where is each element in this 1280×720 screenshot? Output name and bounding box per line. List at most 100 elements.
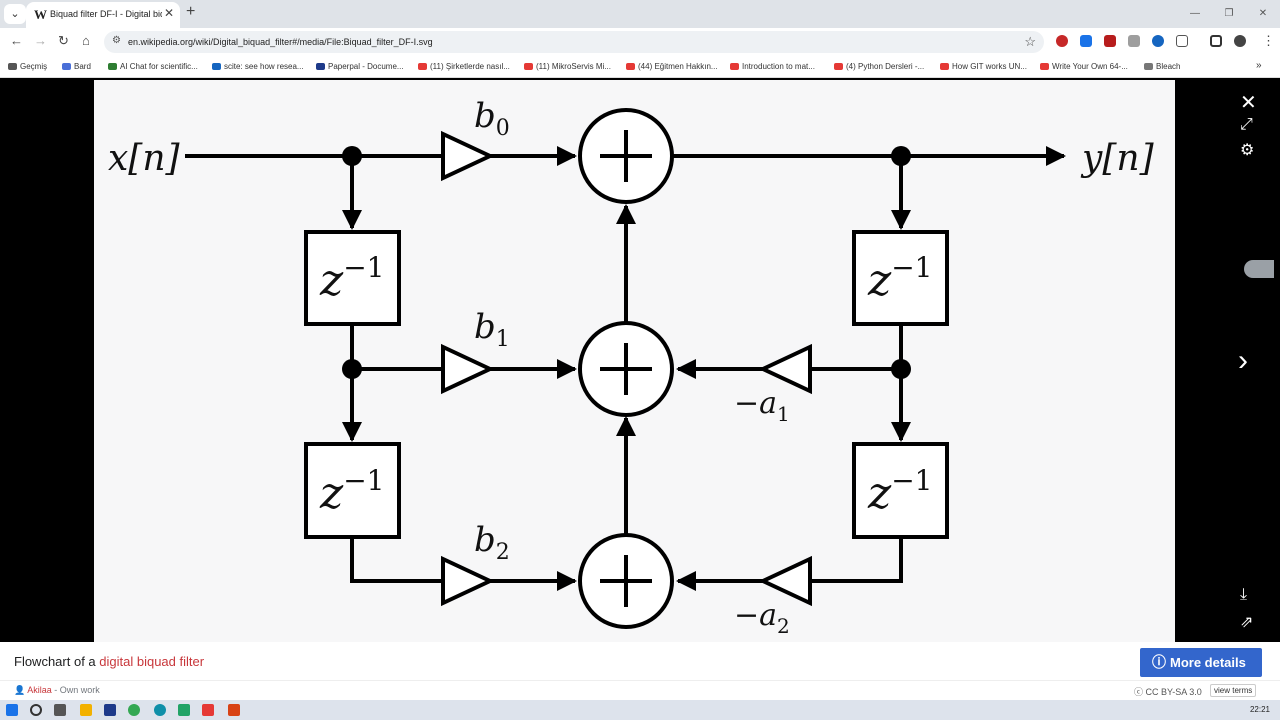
delay-label: z−1 bbox=[319, 251, 384, 306]
biquad-df1-diagram: x[n] y[n] z−1 z−1 z−1 z−1 b0 b1 b2 −a1 −… bbox=[108, 96, 1155, 638]
bookmarks-bar: Geçmiş Bard AI Chat for scientific... sc… bbox=[0, 56, 1280, 78]
mendeley-extension-icon[interactable] bbox=[1104, 35, 1116, 47]
fullscreen-icon[interactable]: ⤢ bbox=[1240, 116, 1253, 133]
output-label: y[n] bbox=[1080, 138, 1155, 179]
search-icon[interactable] bbox=[30, 704, 42, 716]
bookmark-item[interactable]: Geçmiş bbox=[8, 62, 47, 71]
caption-link[interactable]: digital biquad filter bbox=[99, 654, 205, 669]
active-tab[interactable]: W Biquad filter DF-I - Digital biqu ✕ bbox=[26, 2, 180, 28]
app-icon[interactable] bbox=[202, 704, 214, 716]
window-controls: — ❐ ✕ bbox=[1178, 0, 1280, 28]
task-view-icon[interactable] bbox=[54, 704, 66, 716]
bookmark-item[interactable]: How GIT works UN... bbox=[940, 62, 1027, 71]
bookmark-item[interactable]: (11) Şirketlerde nasıl... bbox=[418, 62, 510, 71]
back-icon[interactable]: ← bbox=[10, 33, 23, 48]
delay-block bbox=[304, 442, 401, 539]
menu-kebab-icon[interactable]: ⋮ bbox=[1262, 33, 1275, 48]
chrome-icon[interactable] bbox=[128, 704, 140, 716]
download-icon[interactable]: ⤓ bbox=[1240, 586, 1248, 603]
bookmark-item[interactable]: (11) MikroServis Mi... bbox=[524, 62, 611, 71]
caption-bar: Flowchart of a digital biquad filter ⓘ M… bbox=[0, 642, 1280, 680]
extension-icon[interactable] bbox=[1128, 35, 1140, 47]
extension-icon[interactable] bbox=[1152, 35, 1164, 47]
signal-line bbox=[810, 537, 903, 583]
view-terms-button[interactable]: view terms bbox=[1210, 684, 1257, 697]
restore-icon[interactable]: ❐ bbox=[1224, 8, 1234, 19]
forward-icon[interactable]: → bbox=[34, 33, 47, 48]
delay-label: z−1 bbox=[867, 464, 932, 519]
more-details-button[interactable]: ⓘ More details bbox=[1140, 648, 1262, 677]
input-label: x[n] bbox=[108, 138, 181, 179]
delay-label: z−1 bbox=[867, 251, 932, 306]
gain-label-a1: −a1 bbox=[734, 386, 790, 426]
file-explorer-icon[interactable] bbox=[80, 704, 92, 716]
edge-icon[interactable] bbox=[154, 704, 166, 716]
tab-title: Biquad filter DF-I - Digital biqu bbox=[50, 9, 162, 19]
matlab-icon[interactable] bbox=[228, 704, 240, 716]
gain-label-b0: b0 bbox=[474, 96, 510, 141]
junction-dot bbox=[342, 359, 362, 379]
delay-label: z−1 bbox=[319, 464, 384, 519]
bookmark-item[interactable]: AI Chat for scientific... bbox=[108, 62, 198, 71]
plus-sign bbox=[600, 343, 652, 395]
gain-triangle bbox=[758, 343, 812, 395]
os-taskbar: 22:21 bbox=[0, 700, 1280, 720]
signal-line bbox=[350, 537, 443, 583]
bookmark-item[interactable]: (4) Python Dersleri -... bbox=[834, 62, 924, 71]
app-icon[interactable] bbox=[178, 704, 190, 716]
bookmark-item[interactable]: Bleach bbox=[1144, 62, 1180, 71]
windows-start-icon[interactable] bbox=[6, 704, 18, 716]
close-viewer-icon[interactable]: ✕ bbox=[1240, 92, 1257, 114]
junction-dot bbox=[891, 146, 911, 166]
gain-label-b2: b2 bbox=[474, 520, 510, 565]
diagram-image: x[n] y[n] z−1 z−1 z−1 z−1 b0 b1 b2 −a1 −… bbox=[94, 80, 1175, 642]
wikipedia-favicon: W bbox=[34, 7, 47, 22]
info-icon: ⓘ bbox=[1152, 654, 1166, 670]
home-icon[interactable]: ⌂ bbox=[82, 33, 90, 48]
settings-gear-icon[interactable]: ⚙ bbox=[1240, 142, 1255, 159]
junction-dot bbox=[342, 146, 362, 166]
bookmark-star-icon[interactable]: ☆ bbox=[1024, 34, 1036, 49]
user-icon: 👤 bbox=[14, 685, 28, 695]
plus-sign bbox=[600, 555, 652, 607]
url-text: en.wikipedia.org/wiki/Digital_biquad_fil… bbox=[128, 37, 433, 47]
gain-label-b1: b1 bbox=[474, 307, 510, 352]
share-icon[interactable]: ⇗ bbox=[1240, 614, 1254, 631]
delay-block bbox=[304, 230, 401, 326]
delay-block bbox=[852, 442, 949, 539]
tab-bar: ⌄ W Biquad filter DF-I - Digital biqu ✕ … bbox=[0, 0, 1280, 28]
browser-toolbar: ← → ↻ ⌂ ⚙ en.wikipedia.org/wiki/Digital_… bbox=[0, 28, 1280, 56]
gain-triangle bbox=[441, 130, 495, 182]
bookmark-item[interactable]: (44) Eğitmen Hakkın... bbox=[626, 62, 718, 71]
bookmark-item[interactable]: Paperpal - Docume... bbox=[316, 62, 404, 71]
opera-extension-icon[interactable] bbox=[1056, 35, 1068, 47]
gain-label-a2: −a2 bbox=[734, 598, 790, 638]
image-credit: 👤 Akilaa - Own work bbox=[14, 685, 100, 695]
extension-icon[interactable] bbox=[1080, 35, 1092, 47]
image-caption: Flowchart of a digital biquad filter bbox=[14, 654, 205, 669]
reload-icon[interactable]: ↻ bbox=[58, 33, 69, 48]
close-window-icon[interactable]: ✕ bbox=[1258, 8, 1268, 19]
gain-triangle bbox=[441, 555, 495, 607]
credit-bar: 👤 Akilaa - Own work ⓒ CC BY-SA 3.0 view … bbox=[0, 680, 1280, 700]
side-panel-icon[interactable] bbox=[1210, 35, 1222, 47]
bookmark-item[interactable]: Write Your Own 64-... bbox=[1040, 62, 1128, 71]
bookmark-item[interactable]: Introduction to mat... bbox=[730, 62, 815, 71]
address-bar[interactable]: ⚙ en.wikipedia.org/wiki/Digital_biquad_f… bbox=[104, 31, 1044, 53]
scroll-handle[interactable] bbox=[1244, 260, 1274, 278]
bookmarks-overflow-icon[interactable]: » bbox=[1256, 60, 1262, 71]
license-label[interactable]: ⓒ CC BY-SA 3.0 bbox=[1134, 687, 1202, 697]
extensions-puzzle-icon[interactable] bbox=[1176, 35, 1188, 47]
bookmark-item[interactable]: Bard bbox=[62, 62, 91, 71]
site-info-icon[interactable]: ⚙ bbox=[112, 35, 121, 46]
tab-close-icon[interactable]: ✕ bbox=[163, 6, 174, 20]
new-tab-icon[interactable]: + bbox=[186, 3, 196, 20]
bookmark-item[interactable]: scite: see how resea... bbox=[212, 62, 304, 71]
gain-triangle bbox=[758, 555, 812, 607]
avatar[interactable] bbox=[1234, 35, 1246, 47]
next-image-icon[interactable]: › bbox=[1238, 344, 1248, 377]
minimize-icon[interactable]: — bbox=[1190, 8, 1200, 19]
tab-search-icon[interactable]: ⌄ bbox=[4, 4, 26, 24]
author-link[interactable]: Akilaa bbox=[27, 685, 52, 695]
app-icon[interactable] bbox=[104, 704, 116, 716]
